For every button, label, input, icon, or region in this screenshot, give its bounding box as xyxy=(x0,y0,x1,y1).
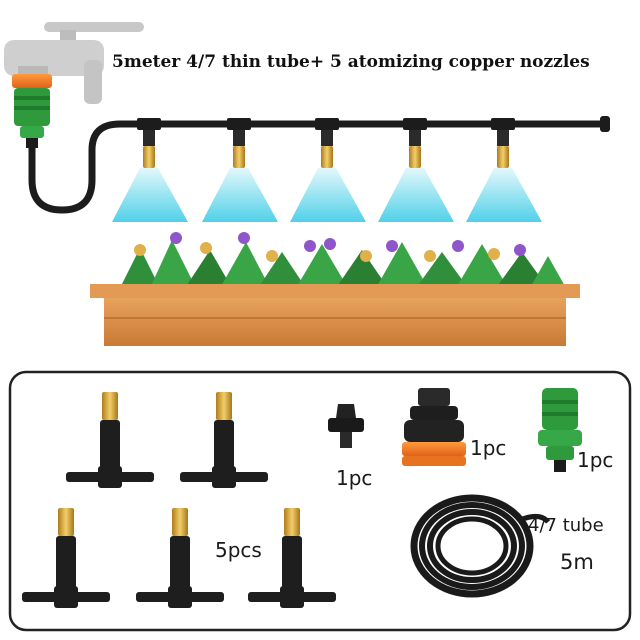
nozzle-tee-2 xyxy=(180,392,268,488)
tube-size-label: 4/7 tube xyxy=(528,515,604,536)
nozzle-tee-1 xyxy=(66,392,154,488)
main-tube xyxy=(28,120,608,214)
nozzle-tee-4 xyxy=(136,508,224,608)
tube-length-label: 5m xyxy=(560,550,594,574)
nozzle-tee-5 xyxy=(248,508,336,608)
planter-box xyxy=(90,284,580,346)
end-plug-quantity: 1pc xyxy=(336,466,373,490)
tap-adapter-quantity: 1pc xyxy=(470,436,507,460)
faucet xyxy=(4,22,144,104)
mist-sprays xyxy=(112,168,542,222)
mounted-nozzles xyxy=(137,118,515,168)
plants xyxy=(120,240,566,288)
coiled-tube xyxy=(410,494,550,598)
quick-connector-quantity: 1pc xyxy=(577,448,614,472)
quick-connector-on-faucet xyxy=(12,74,52,148)
end-plug xyxy=(328,404,364,448)
quick-connector xyxy=(538,388,582,472)
headline: 5meter 4/7 thin tube+ 5 atomizing copper… xyxy=(112,52,590,72)
parts-frame xyxy=(8,370,632,632)
tap-adapter xyxy=(402,388,466,466)
tube-end-plug xyxy=(600,116,610,132)
flowers xyxy=(134,232,526,262)
nozzle-tee-3 xyxy=(22,508,110,608)
nozzle-quantity: 5pcs xyxy=(215,538,262,562)
